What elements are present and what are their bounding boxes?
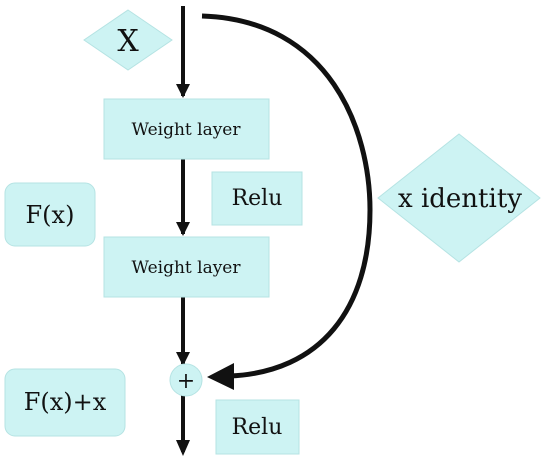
flow-arrowhead-output bbox=[176, 440, 190, 456]
x-identity-diamond bbox=[377, 133, 541, 263]
weight-layer-1-box bbox=[103, 98, 270, 160]
fx-plus-x-label: F(x)+x bbox=[24, 388, 107, 416]
fx-box bbox=[4, 182, 96, 247]
relu-1-box bbox=[211, 171, 303, 226]
sum-node bbox=[169, 363, 203, 397]
weight-layer-1-label: Weight layer bbox=[131, 120, 241, 140]
identity-arrowhead bbox=[207, 363, 234, 390]
flow-arrowhead-input bbox=[176, 84, 190, 98]
weight-layer-2-label: Weight layer bbox=[131, 258, 241, 278]
input-x-label: X bbox=[117, 24, 139, 59]
x-identity-label: x identity bbox=[398, 184, 522, 214]
flow-arrowhead-to-sum bbox=[176, 352, 190, 366]
relu-2-box bbox=[215, 399, 300, 455]
fx-label: F(x) bbox=[26, 201, 75, 229]
flow-arrowhead-middle bbox=[176, 222, 190, 236]
relu-1-label: Relu bbox=[232, 186, 283, 211]
weight-layer-2-box bbox=[103, 236, 270, 298]
sum-symbol: + bbox=[177, 369, 195, 394]
identity-skip-curve bbox=[201, 13, 373, 379]
relu-2-label: Relu bbox=[232, 415, 283, 440]
fx-plus-x-box bbox=[4, 368, 126, 437]
input-x-diamond bbox=[83, 9, 173, 71]
